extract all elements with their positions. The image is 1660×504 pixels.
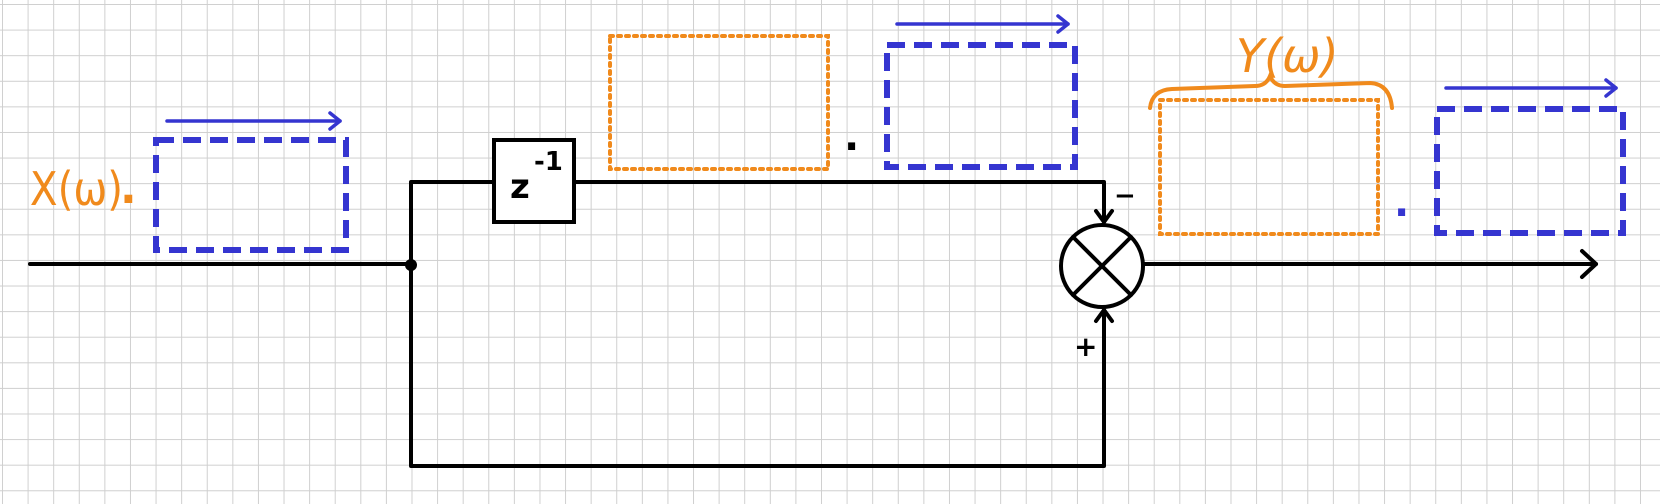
delayed-path-wire [572,180,1106,224]
input-multiply-dot: · [120,174,137,225]
highlight-box-delayed [608,34,830,171]
delay-block: z -1 [492,138,576,224]
delayed-multiply-dot: · [844,124,859,170]
delay-branch-wire [409,180,496,266]
vector-arrow-input [165,111,342,131]
feedforward-wire [409,262,1106,468]
output-arrowhead [1580,249,1598,279]
output-brace [1148,70,1394,110]
sum-plus-sign: + [1074,330,1097,363]
output-multiply-dot: · [1394,190,1409,236]
delay-block-exponent: -1 [534,147,563,177]
blank-box-input[interactable] [153,137,349,253]
blank-box-delayed[interactable] [884,42,1078,170]
output-signal-label: Y(ω) [1236,29,1339,83]
plus-arrowhead [1094,308,1114,323]
sum-minus-sign: − [1114,181,1136,211]
summing-junction [1059,223,1145,309]
delay-block-symbol: z [510,167,530,207]
minus-arrowhead [1094,209,1114,224]
blank-box-output[interactable] [1434,106,1626,236]
vector-arrow-output [1444,78,1618,98]
vector-arrow-delayed [895,14,1070,34]
input-signal-label: X(ω) [30,164,123,217]
highlight-box-output [1158,98,1380,236]
